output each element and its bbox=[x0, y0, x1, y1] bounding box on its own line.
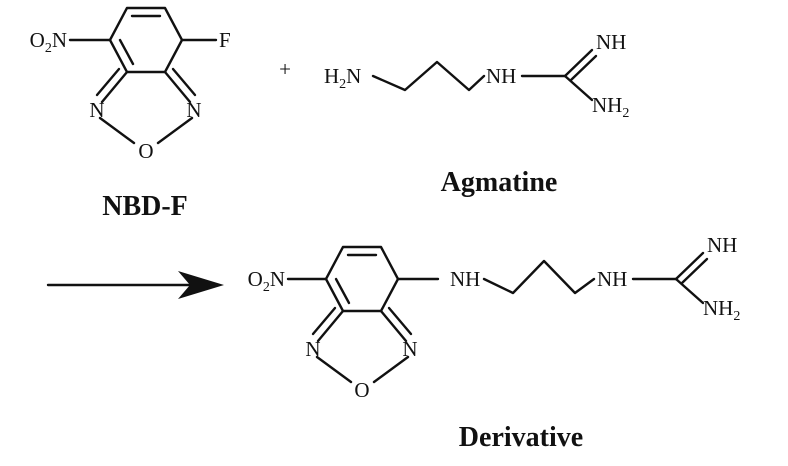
derivative-c-n-left-double bbox=[311, 306, 337, 336]
plus-sign: + bbox=[279, 57, 291, 81]
agmatine-imine-double-1 bbox=[563, 48, 594, 78]
reaction-arrow-head bbox=[178, 271, 224, 299]
nbd-f-c-n-left-double bbox=[95, 67, 121, 97]
derivative-structure: O2N NH NH NH NH2 N N O Derivative bbox=[248, 233, 741, 453]
derivative-n-o-right-bond bbox=[372, 355, 410, 384]
agmatine-nh-group: NH bbox=[486, 64, 516, 88]
derivative-n-o-left-bond bbox=[315, 355, 353, 384]
nbd-f-label: NBD-F bbox=[102, 191, 188, 222]
derivative-butyl-chain bbox=[482, 259, 596, 295]
derivative-double-bond-left bbox=[334, 277, 351, 305]
nbd-f-nitro-group: O2N bbox=[30, 28, 67, 56]
agmatine-amino-group: NH2 bbox=[592, 93, 629, 121]
agmatine-amine-group: H2N bbox=[324, 64, 361, 92]
reaction-arrow bbox=[46, 271, 224, 299]
agmatine-structure: H2N NH NH NH2 Agmatine bbox=[324, 30, 629, 198]
derivative-c-n-right-double bbox=[387, 306, 413, 336]
derivative-c-n-left-bond bbox=[316, 309, 345, 343]
derivative-c-n-right-bond bbox=[379, 309, 408, 343]
derivative-amino-group: NH2 bbox=[703, 296, 740, 324]
nbd-f-nitrogen-left: N bbox=[89, 98, 104, 122]
nbd-f-c-n-left-bond bbox=[100, 70, 129, 104]
nbd-f-c-n-right-double bbox=[171, 67, 197, 97]
nbd-f-double-bond-left bbox=[118, 38, 135, 66]
agmatine-label: Agmatine bbox=[441, 167, 558, 198]
nbd-f-c-n-right-bond bbox=[163, 70, 192, 104]
nbd-f-n-o-right-bond bbox=[156, 116, 194, 145]
derivative-nitrogen-left: N bbox=[305, 337, 320, 361]
nbd-f-fluorine-atom: F bbox=[219, 28, 231, 52]
agmatine-amino-bond bbox=[563, 74, 594, 102]
agmatine-butyl-chain bbox=[371, 60, 486, 92]
derivative-nitro-group: O2N bbox=[248, 267, 285, 295]
nbd-f-oxygen-atom: O bbox=[138, 139, 153, 163]
nbd-f-structure: O2N F N N O NBD-F bbox=[30, 6, 231, 222]
nbd-f-nitrogen-right: N bbox=[186, 98, 201, 122]
derivative-label: Derivative bbox=[459, 422, 583, 453]
derivative-imine-double-1 bbox=[674, 251, 705, 281]
derivative-nh-link-group: NH bbox=[450, 267, 480, 291]
agmatine-imine-group: NH bbox=[596, 30, 626, 54]
nbd-f-n-o-left-bond bbox=[98, 116, 136, 145]
derivative-imine-double-2 bbox=[680, 257, 709, 285]
derivative-amino-bond bbox=[674, 277, 705, 305]
derivative-nitrogen-right: N bbox=[402, 337, 417, 361]
derivative-oxygen-atom: O bbox=[354, 378, 369, 402]
agmatine-imine-double-2 bbox=[569, 54, 598, 82]
derivative-imine-group: NH bbox=[707, 233, 737, 257]
derivative-nh-group: NH bbox=[597, 267, 627, 291]
